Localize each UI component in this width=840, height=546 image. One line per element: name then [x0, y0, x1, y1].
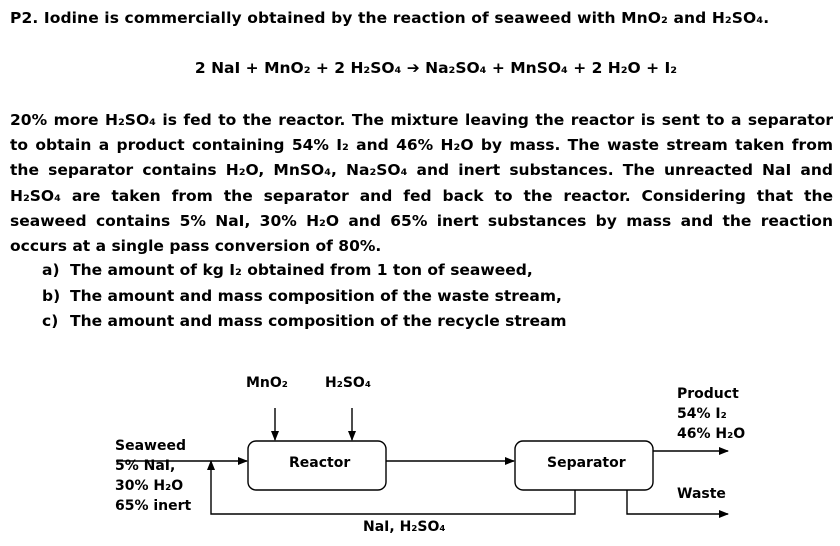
reaction-equation: 2 NaI + MnO₂ + 2 H₂SO₄ ➔ Na₂SO₄ + MnSO₄ …: [194, 59, 678, 77]
seaweed-inert: 65% inert: [115, 498, 192, 514]
question-a: a) The amount of kg I₂ obtained from 1 to…: [42, 258, 567, 284]
question-list: a) The amount of kg I₂ obtained from 1 to…: [42, 258, 567, 335]
seaweed-composition: Seaweed 5% NaI, 30% H₂O 65% inert: [115, 436, 191, 516]
waste-stream-arrow: [626, 490, 729, 518]
seaweed-water: 30% H₂O: [115, 478, 184, 494]
h2so4-label: H₂SO₄: [325, 375, 371, 391]
reactor-label: Reactor: [289, 455, 351, 471]
question-letter: c): [42, 312, 59, 330]
question-text: The amount and mass composition of the r…: [70, 312, 567, 330]
recycle-label: NaI, H₂SO₄: [363, 519, 446, 535]
seaweed-label: Seaweed: [115, 438, 186, 454]
separator-box: [514, 440, 654, 491]
product-label: Product: [677, 386, 739, 402]
question-text: The amount of kg I₂ obtained from 1 ton …: [70, 261, 533, 279]
mno2-label: MnO₂: [246, 375, 288, 391]
recycle-stream-arrow: [207, 460, 576, 515]
separator-label: Separator: [547, 455, 626, 471]
question-letter: a): [42, 261, 60, 279]
product-water: 46% H₂O: [677, 426, 746, 442]
question-text: The amount and mass composition of the w…: [70, 286, 562, 305]
reactor-box: [247, 440, 387, 491]
product-composition: Product 54% I₂ 46% H₂O: [677, 384, 745, 444]
question-letter: b): [42, 286, 61, 305]
question-c: c) The amount and mass composition of the…: [42, 309, 567, 335]
question-b: b) The amount and mass composition of the…: [42, 284, 567, 310]
problem-description: 20% more H₂SO₄ is fed to the reactor. Th…: [10, 111, 833, 256]
seaweed-nai: 5% NaI,: [115, 458, 176, 474]
waste-label: Waste: [677, 486, 726, 502]
problem-title: P2. Iodine is commercially obtained by t…: [10, 9, 770, 27]
product-iodine: 54% I₂: [677, 406, 727, 422]
